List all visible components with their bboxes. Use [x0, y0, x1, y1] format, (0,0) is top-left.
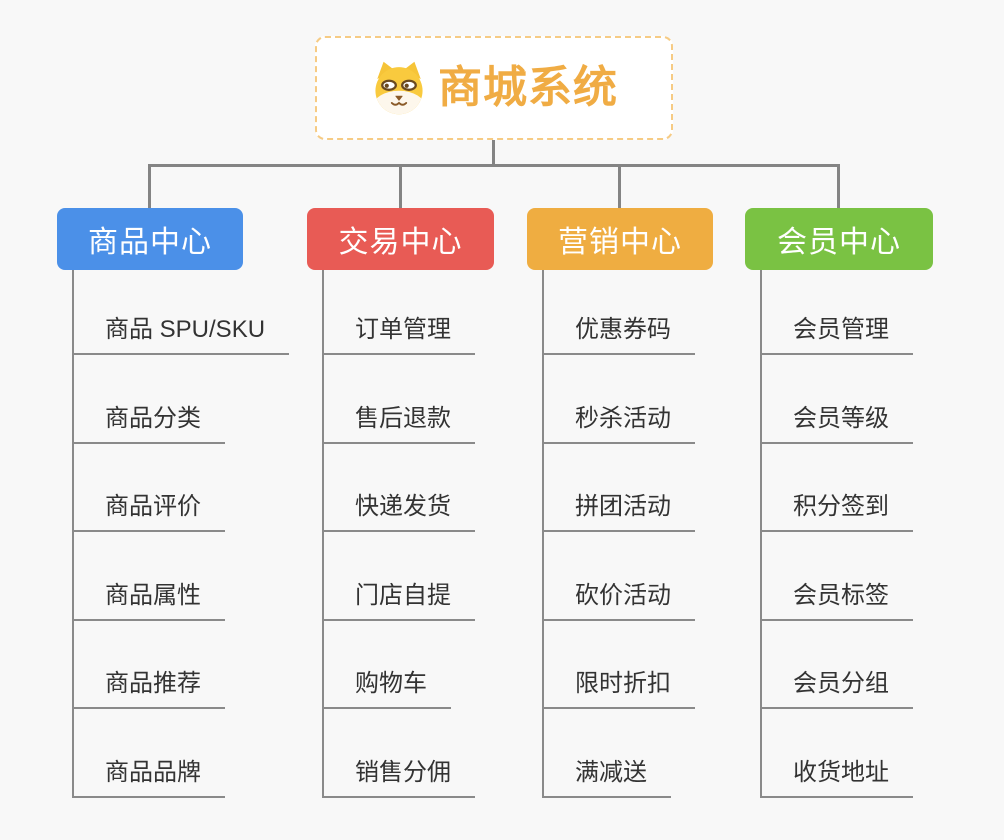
leaf-node[interactable]: 门店自提 [324, 582, 475, 621]
connector-drop-trade [399, 164, 402, 209]
leaf-node[interactable]: 会员标签 [762, 582, 913, 621]
branch-children-list-member: 会员管理 会员等级 积分签到 会员标签 会员分组 收货地址 [760, 270, 913, 798]
leaf-node[interactable]: 优惠券码 [544, 316, 695, 355]
leaf-node[interactable]: 商品 SPU/SKU [74, 316, 290, 355]
leaf-node[interactable]: 会员等级 [762, 405, 913, 444]
branch-children-list-marketing: 优惠券码 秒杀活动 拼团活动 砍价活动 限时折扣 满减送 [542, 270, 695, 798]
dog-face-icon [370, 59, 428, 117]
connector-drop-member [837, 164, 840, 209]
leaf-node[interactable]: 会员管理 [762, 316, 913, 355]
branch-label: 营销中心 [558, 226, 682, 259]
connector-root-stem [492, 140, 495, 165]
leaf-node[interactable]: 商品推荐 [74, 670, 225, 709]
connector-drop-product [148, 164, 151, 209]
branch-node-marketing-center[interactable]: 营销中心 [527, 208, 713, 270]
leaf-node[interactable]: 会员分组 [762, 670, 913, 709]
leaf-node[interactable]: 售后退款 [324, 405, 475, 444]
branch-label: 商品中心 [88, 226, 212, 259]
leaf-node[interactable]: 积分签到 [762, 493, 913, 532]
leaf-node[interactable]: 销售分佣 [324, 759, 475, 798]
leaf-node[interactable]: 商品属性 [74, 582, 225, 621]
leaf-node[interactable]: 收货地址 [762, 759, 913, 798]
leaf-node[interactable]: 秒杀活动 [544, 405, 695, 444]
leaf-node[interactable]: 拼团活动 [544, 493, 695, 532]
branch-label: 会员中心 [777, 226, 901, 259]
leaf-node[interactable]: 订单管理 [324, 316, 475, 355]
branch-node-member-center[interactable]: 会员中心 [745, 208, 933, 270]
branch-label: 交易中心 [338, 226, 463, 259]
connector-horizontal-bar [148, 164, 839, 167]
leaf-node[interactable]: 快递发货 [324, 493, 475, 532]
branch-node-product-center[interactable]: 商品中心 [57, 208, 243, 270]
branch-children-list-trade: 订单管理 售后退款 快递发货 门店自提 购物车 销售分佣 [322, 270, 475, 798]
connector-drop-marketing [618, 164, 621, 209]
branch-node-trade-center[interactable]: 交易中心 [307, 208, 494, 270]
leaf-node[interactable]: 购物车 [324, 670, 451, 709]
root-node[interactable]: 商城系统 [315, 36, 673, 140]
leaf-node[interactable]: 商品评价 [74, 493, 225, 532]
branch-children-list-product: 商品 SPU/SKU 商品分类 商品评价 商品属性 商品推荐 商品品牌 [72, 270, 290, 798]
leaf-node[interactable]: 砍价活动 [544, 582, 695, 621]
root-title: 商城系统 [438, 63, 618, 112]
leaf-node[interactable]: 商品品牌 [74, 759, 225, 798]
leaf-node[interactable]: 商品分类 [74, 405, 225, 444]
leaf-node[interactable]: 限时折扣 [544, 670, 695, 709]
leaf-node[interactable]: 满减送 [544, 759, 671, 798]
